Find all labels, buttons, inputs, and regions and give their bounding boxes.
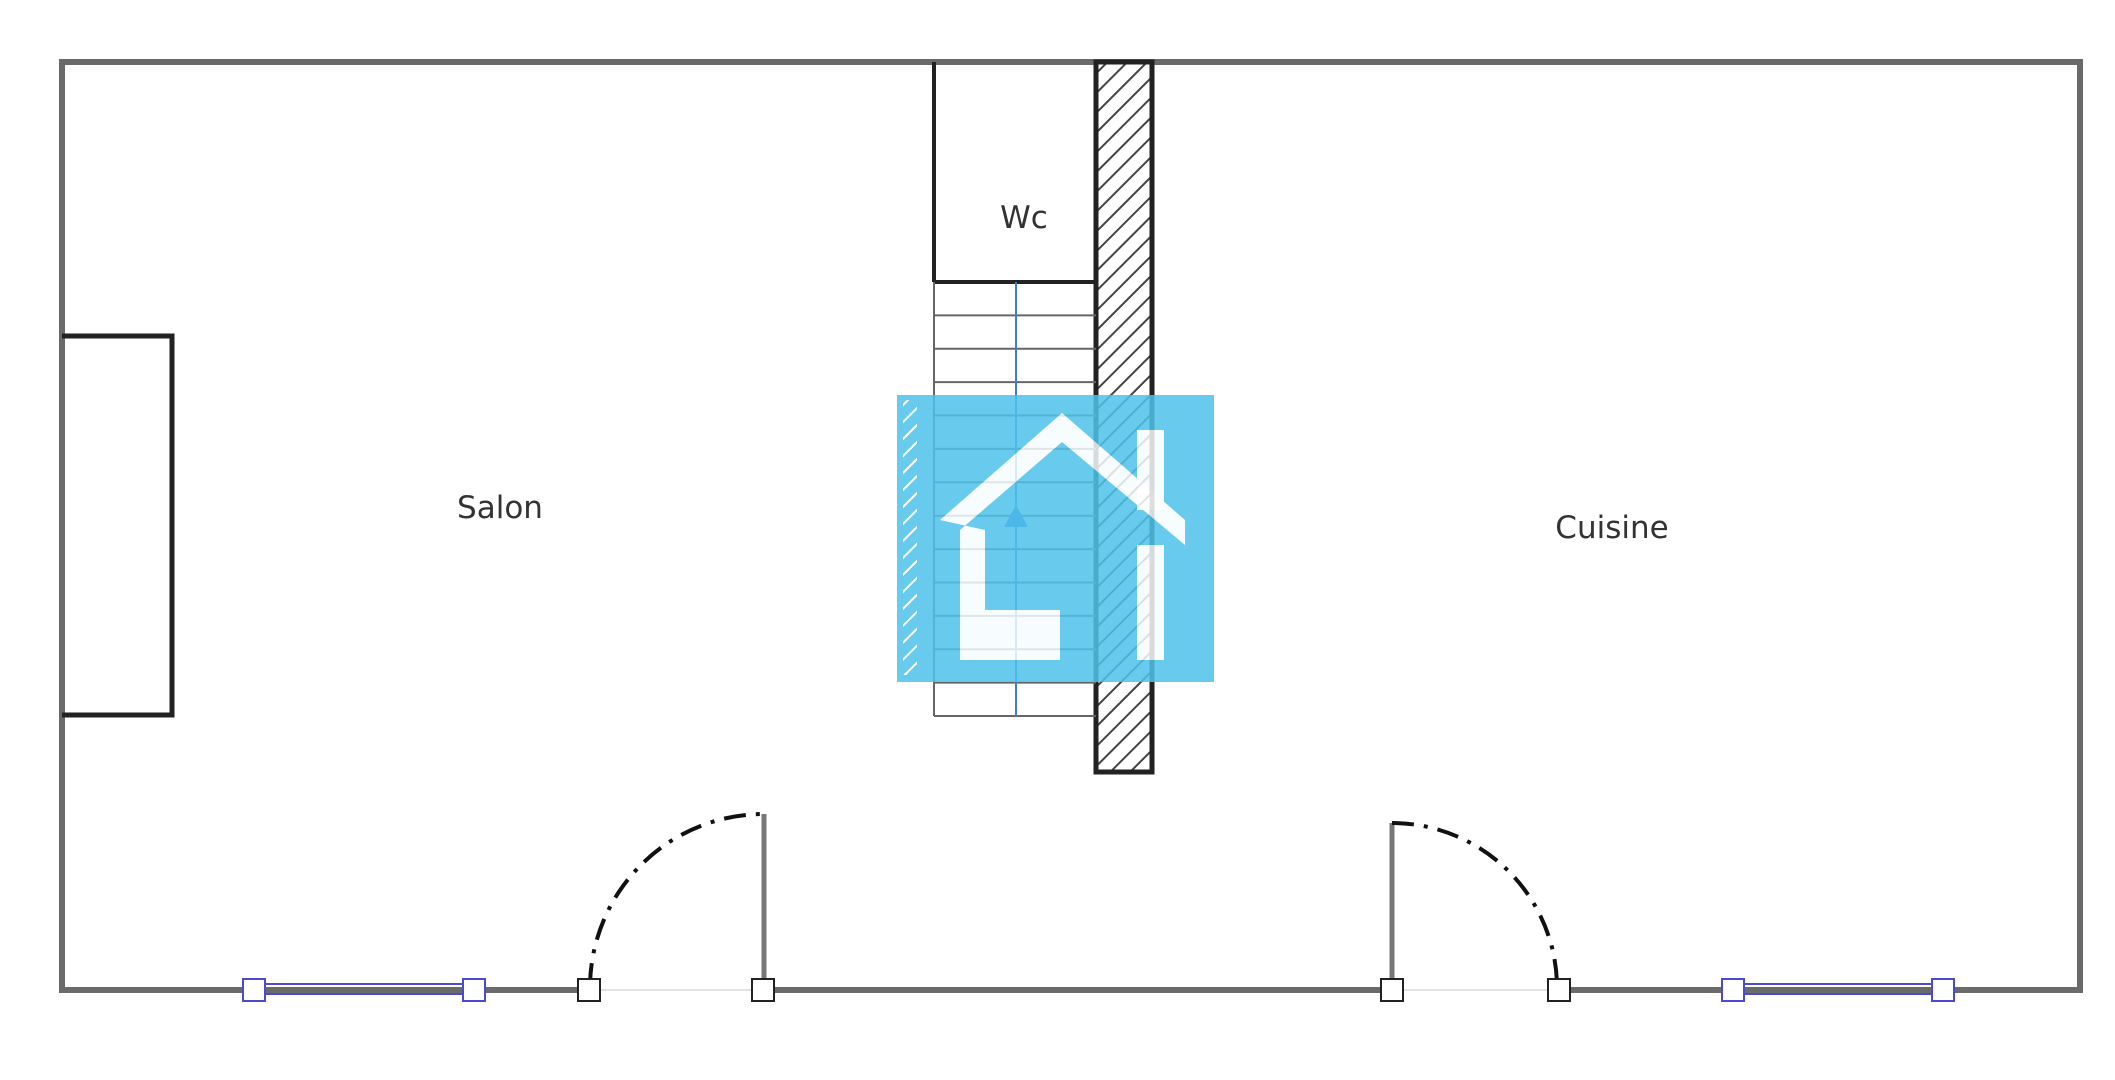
door-cuisine-hinge-right [1547, 978, 1571, 1002]
door-cuisine-swing-arc [1391, 821, 1559, 986]
logo-chimney [1137, 430, 1164, 510]
door-cuisine-hinge-left [1380, 978, 1404, 1002]
window-left-handle-right [462, 978, 486, 1002]
window-left [242, 978, 486, 1002]
door-salon [577, 812, 775, 1002]
room-label-cuisine: Cuisine [1555, 510, 1668, 546]
logo-hatch-strip [903, 400, 917, 675]
logo-door-bar [1137, 545, 1164, 660]
window-right-handle-left [1721, 978, 1745, 1002]
window-right-handle-right [1931, 978, 1955, 1002]
room-label-salon: Salon [457, 490, 543, 526]
room-label-wc: Wc [1000, 200, 1048, 236]
window-left-handle-left [242, 978, 266, 1002]
house-logo-icon [897, 395, 1214, 682]
door-salon-swing-arc [588, 812, 765, 986]
door-cuisine [1380, 821, 1571, 1002]
door-salon-hinge-left [577, 978, 601, 1002]
exterior-walls [59, 59, 2083, 993]
door-salon-hinge-right [751, 978, 775, 1002]
logo-house-outline [940, 413, 1185, 660]
window-right [1721, 978, 1955, 1002]
fireplace-alcove [62, 333, 175, 718]
wc-walls [932, 62, 1096, 284]
